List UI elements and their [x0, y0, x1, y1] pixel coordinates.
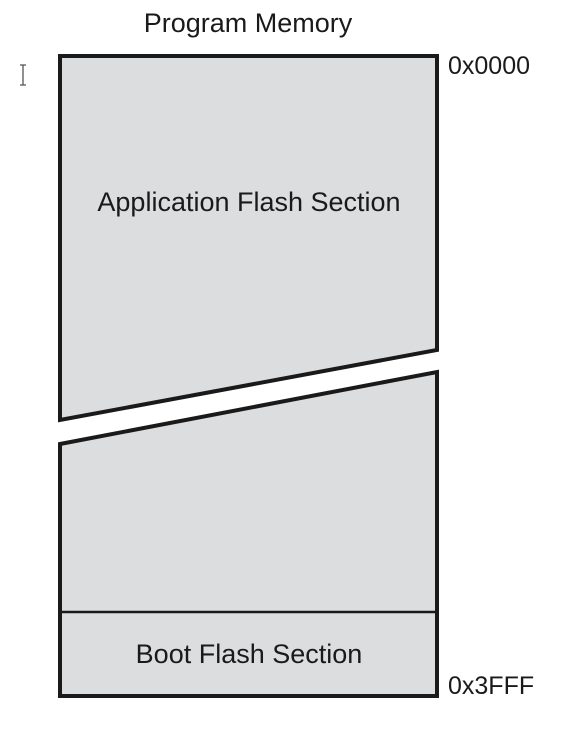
diagram-title: Program Memory: [143, 8, 353, 38]
application-flash-block: [58, 54, 439, 423]
application-flash-label: Application Flash Section: [97, 187, 401, 217]
boot-flash-label: Boot Flash Section: [135, 639, 363, 669]
address-start-label: 0x0000: [448, 52, 531, 80]
address-end-label: 0x3FFF: [448, 672, 535, 700]
text-cursor-icon: [20, 64, 26, 86]
